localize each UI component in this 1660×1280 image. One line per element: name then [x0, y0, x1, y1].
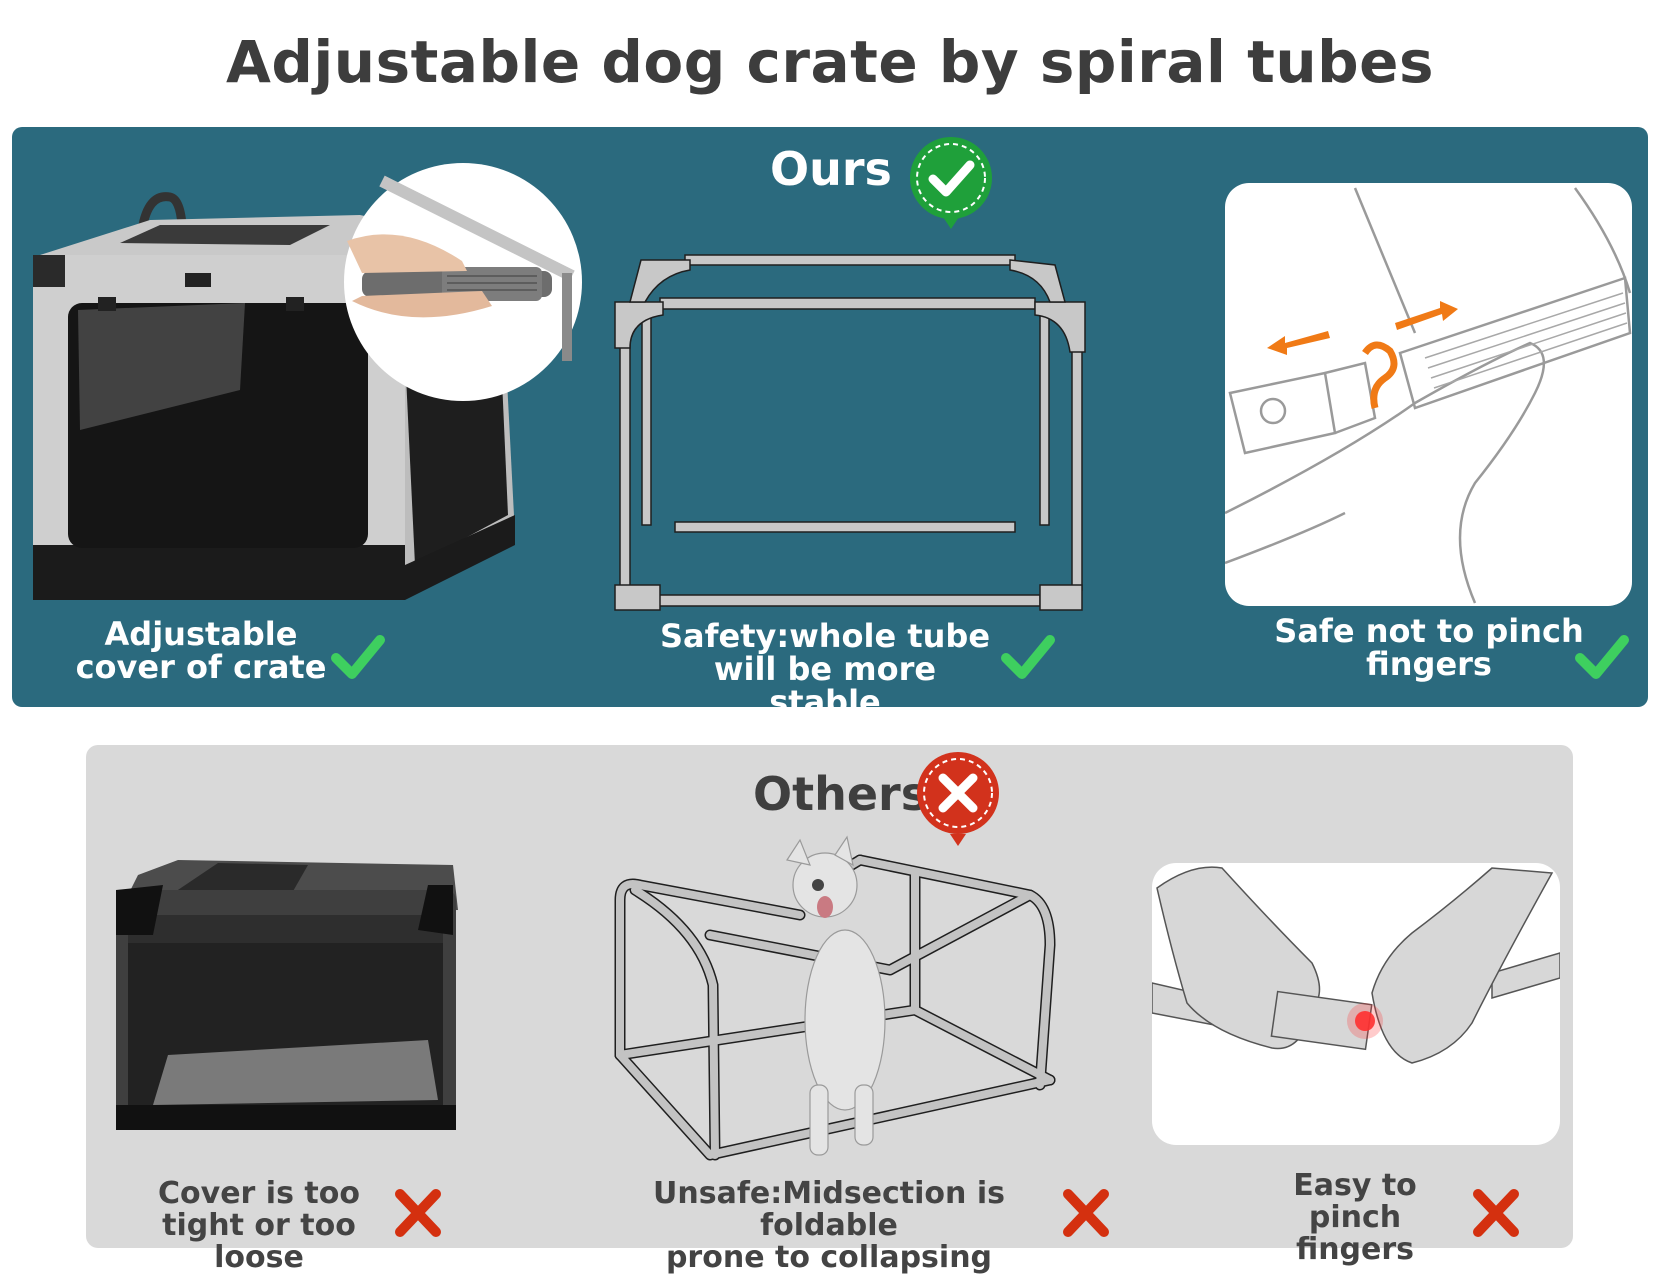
foldable-frame-image [614, 835, 1056, 1161]
black-crate-image [116, 860, 458, 1130]
pinching-hands-card [1152, 863, 1560, 1145]
others-caption-2: Unsafe:Midsection is foldable prone to c… [653, 1176, 1005, 1275]
ours-caption-1: Adjustable cover of crate [75, 615, 327, 686]
tube-closeup-circle [344, 163, 582, 401]
check-badge-icon [910, 137, 992, 229]
cross-icon [1063, 1189, 1109, 1237]
cross-icon [395, 1189, 441, 1237]
cross-icon [1473, 1189, 1519, 1237]
ours-heading: Ours [770, 142, 892, 196]
ours-caption-3: Safe not to pinch fingers [1274, 612, 1584, 683]
spiral-tube-illustration [1225, 187, 1632, 604]
pinching-hands-illustration [1152, 866, 1560, 1064]
cross-badge-icon [917, 752, 999, 846]
check-icon [331, 635, 385, 679]
page-title: Adjustable dog crate by spiral tubes [226, 28, 1434, 96]
others-caption-1: Cover is too tight or too loose [158, 1176, 360, 1275]
others-caption-3: Easy to pinch fingers [1293, 1168, 1417, 1267]
check-icon [1001, 635, 1055, 679]
check-icon [1575, 635, 1629, 679]
whole-tube-frame-image [614, 254, 1086, 611]
others-heading: Others [753, 767, 929, 821]
spiral-tube-illustration-card [1225, 183, 1632, 606]
ours-caption-2: Safety:whole tube will be more stable [659, 617, 991, 721]
